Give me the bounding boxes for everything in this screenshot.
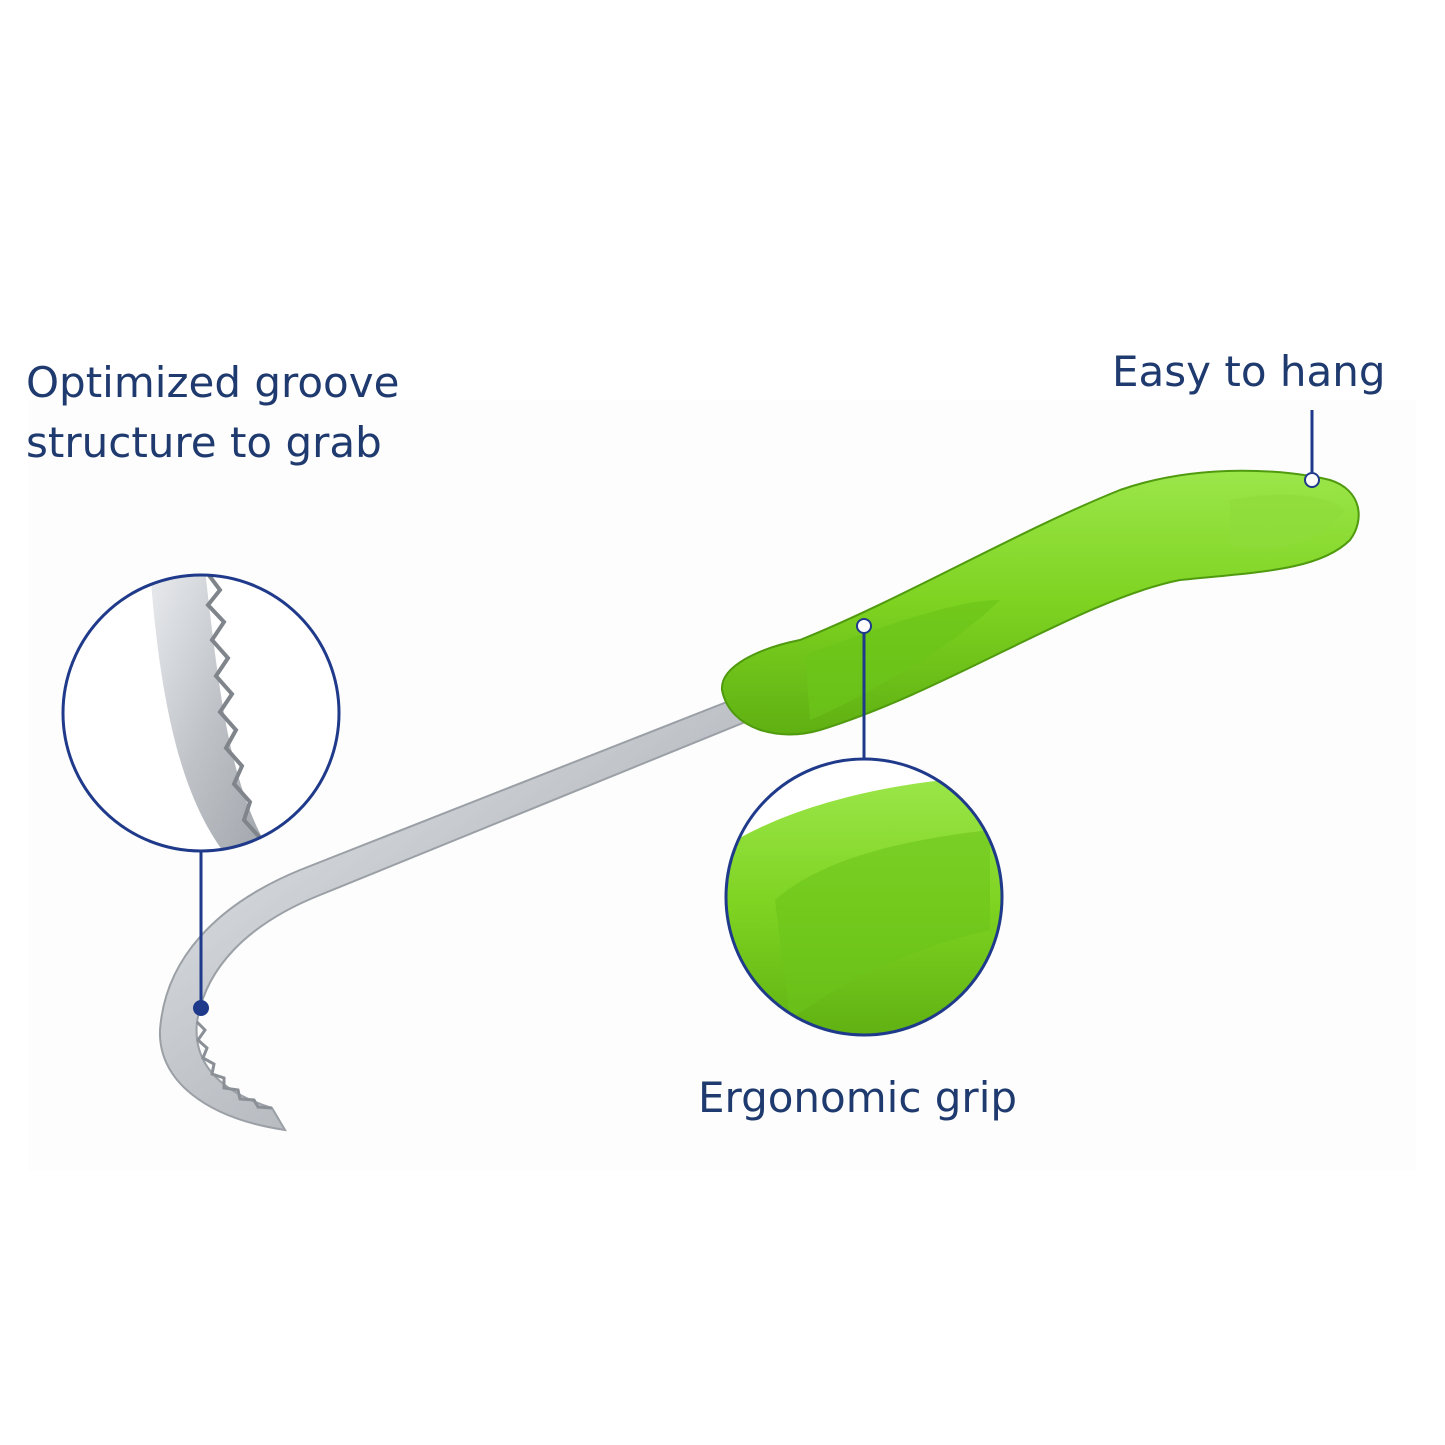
handle-icon bbox=[720, 469, 1360, 736]
grip-texture-magnifier-icon bbox=[726, 759, 1002, 1035]
hang-callout bbox=[1304, 410, 1320, 488]
groove-callout bbox=[61, 573, 341, 1016]
hang-feature-label: Easy to hang bbox=[1112, 347, 1386, 396]
grip-feature-label: Ergonomic grip bbox=[698, 1073, 1018, 1122]
grip-callout bbox=[724, 618, 1004, 1037]
serrated-edge-magnifier-icon bbox=[63, 575, 339, 851]
weeding-hook-icon bbox=[158, 694, 752, 1132]
groove-label-line1: Optimized groove bbox=[26, 358, 400, 407]
groove-label-line2: structure to grab bbox=[26, 418, 382, 467]
groove-feature-label: Optimized groove structure to grab bbox=[26, 353, 399, 473]
